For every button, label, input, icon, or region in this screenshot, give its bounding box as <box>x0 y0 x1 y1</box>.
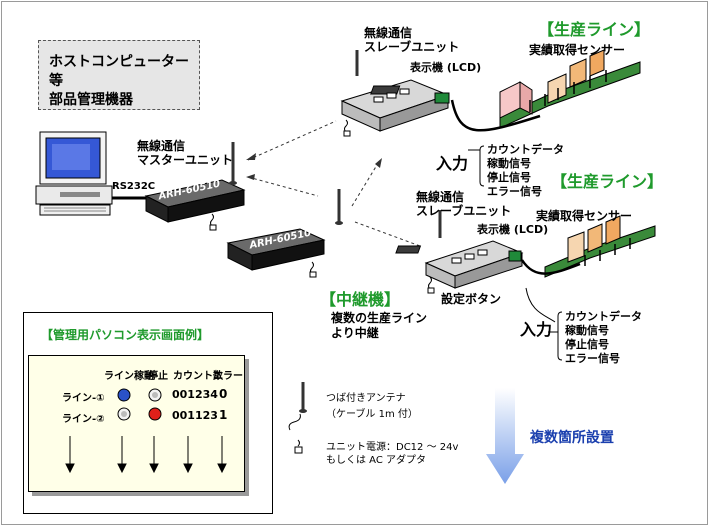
input-2-label: 入力 <box>520 320 553 339</box>
header-count: カウント数 <box>173 371 223 382</box>
slave-1-label: 無線通信 スレーブユニット <box>364 26 460 54</box>
input-1-signals: カウントデータ 稼動信号 停止信号 エラー信号 <box>487 143 564 198</box>
input-2-signals: カウントデータ 稼動信号 停止信号 エラー信号 <box>565 310 642 365</box>
input-connectors <box>468 145 563 361</box>
header-running: ライン稼動 <box>104 371 154 382</box>
status-lamps <box>117 388 162 421</box>
row-2-stop-lamp <box>148 407 162 421</box>
pc-display-title: 【管理用パソコン表示画面例】 <box>41 328 210 342</box>
legend-power-text: ユニット電源：DC12 ～ 24v もしくは AC アダプタ <box>326 442 459 466</box>
sensor-2-label: 実績取得センサー <box>536 209 633 223</box>
repeater-title: 【中継機】 <box>320 290 401 309</box>
slave-unit-2-icon <box>395 210 524 294</box>
input-1-label: 入力 <box>436 154 469 173</box>
row-1-stop-lamp-inner <box>152 392 158 398</box>
slave-2-display-label: 表示機 (LCD) <box>477 223 549 236</box>
slave-unit-1-icon <box>340 50 450 137</box>
row-2-running-lamp-inner <box>121 411 127 417</box>
master-label: 無線通信 マスターユニット <box>137 139 234 167</box>
production-line-1-icon <box>450 49 641 132</box>
sensor-1-label: 実績取得センサー <box>529 43 626 57</box>
slave-1-display-label: 表示機 (LCD) <box>410 61 482 74</box>
legend-antenna-text: つば付きアンテナ （ケーブル 1m 付） <box>326 393 418 420</box>
computer-icon <box>35 131 113 216</box>
header-error: エラー <box>213 371 243 382</box>
production-line-2-icon <box>520 215 656 278</box>
column-down-arrows <box>65 436 227 474</box>
settings-button-label: 設定ボタン <box>441 292 502 306</box>
repeater-description: 複数の生産ライン より中継 <box>331 311 428 340</box>
production-line-2-title: 【生産ライン】 <box>551 172 664 191</box>
repeater-icon <box>226 189 343 278</box>
row-2-error: 1 <box>219 408 228 422</box>
slave-2-label: 無線通信 スレーブユニット <box>416 190 512 218</box>
legend-antenna-icon <box>288 382 307 431</box>
wave-arrowheads <box>246 153 382 180</box>
host-label-line2: 部品管理機器 <box>49 92 133 108</box>
rs232c-label: RS232C <box>112 181 156 192</box>
host-computer-box: ホストコンピューター等 部品管理機器 <box>38 40 200 110</box>
multi-location-arrow <box>486 388 524 484</box>
legend-power-icon <box>294 439 303 454</box>
row-1-name: ライン-① <box>62 393 105 404</box>
row-1-count: 001234 <box>172 388 218 401</box>
pc-display-screen <box>28 355 245 492</box>
row-2-name: ライン-② <box>62 414 105 425</box>
production-line-1-title: 【生産ライン】 <box>538 20 651 39</box>
multi-location-label: 複数箇所設置 <box>530 430 614 446</box>
radio-waves <box>247 120 421 247</box>
row-2-count: 001123 <box>172 409 218 422</box>
header-stop: 停止 <box>148 371 168 382</box>
host-label-line1: ホストコンピューター等 <box>49 54 189 89</box>
row-1-error: 0 <box>219 387 228 401</box>
master-unit-icon <box>144 142 246 231</box>
row-1-running-lamp <box>117 388 131 402</box>
host-label: ホストコンピューター等 部品管理機器 <box>49 53 199 110</box>
